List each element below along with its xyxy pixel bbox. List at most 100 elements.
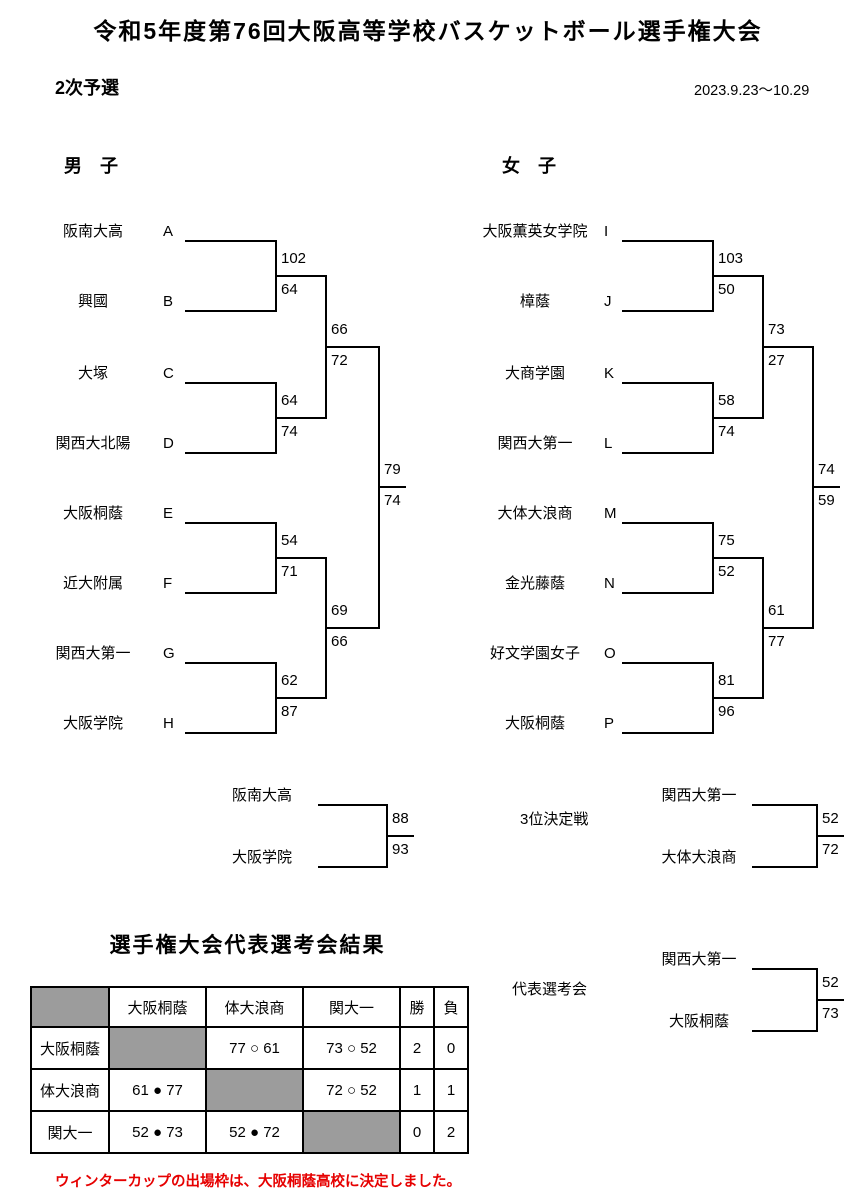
men-section-label: 男 子	[64, 156, 118, 176]
bracket-line	[752, 968, 816, 970]
row-team-name: 体大浪商	[30, 1068, 110, 1112]
result-cell: 77 ○ 61	[205, 1026, 304, 1070]
match-score: 72	[822, 841, 839, 858]
winter-cup-note: ウィンターカップの出場枠は、大阪桐蔭高校に決定しました。	[55, 1174, 461, 1190]
seed-label: E	[163, 505, 174, 522]
table-corner-cell	[30, 986, 110, 1028]
result-cell: 72 ○ 52	[302, 1068, 401, 1112]
team-name: 興國	[77, 293, 108, 310]
match-score: 81	[718, 672, 735, 689]
seed-label: O	[604, 645, 616, 662]
team-name: 好文学園女子	[489, 645, 580, 662]
team-name: 関西大第一	[661, 787, 737, 804]
match-score: 72	[331, 352, 348, 369]
seed-label: A	[163, 223, 174, 240]
table-row: 関大一 52 ● 73 52 ● 72 0 2	[30, 1110, 469, 1154]
result-cell: 61 ● 77	[108, 1068, 207, 1112]
diagonal-cell	[108, 1026, 207, 1070]
match-score: 77	[768, 633, 785, 650]
seed-label: L	[604, 435, 613, 452]
bracket-line	[386, 835, 414, 837]
seed-label: F	[163, 575, 173, 592]
row-team-name: 関大一	[30, 1110, 110, 1154]
match-score: 79	[384, 461, 401, 478]
match-score: 52	[822, 974, 839, 991]
bracket-line	[712, 557, 762, 559]
women-section-label: 女 子	[502, 156, 556, 176]
result-cell: 52 ● 72	[205, 1110, 304, 1154]
losses-cell: 1	[433, 1068, 469, 1112]
bracket-line	[185, 522, 275, 524]
team-name: 大阪薫英女学院	[482, 223, 588, 240]
seed-label: I	[604, 223, 609, 240]
team-name: 金光藤蔭	[504, 575, 565, 592]
losses-cell: 2	[433, 1110, 469, 1154]
bracket-line	[622, 310, 712, 312]
team-name: 大阪桐蔭	[504, 715, 565, 732]
third-place-label: 3位決定戦	[520, 811, 589, 828]
bracket-line	[752, 1030, 816, 1032]
bracket-line	[812, 486, 840, 488]
stage-label: 2次予選	[55, 78, 120, 98]
bracket-line	[752, 866, 816, 868]
team-name: 阪南大高	[231, 787, 292, 804]
match-score: 50	[718, 281, 735, 298]
match-score: 69	[331, 602, 348, 619]
table-row: 体大浪商 61 ● 77 72 ○ 52 1 1	[30, 1068, 469, 1112]
bracket-line	[712, 697, 762, 699]
seed-label: H	[163, 715, 174, 732]
bracket-line	[318, 866, 386, 868]
bracket-line	[318, 804, 386, 806]
bracket-line	[275, 417, 325, 419]
col-header-taidai-namisho: 体大浪商	[205, 986, 304, 1028]
bracket-line	[816, 835, 844, 837]
match-score: 74	[718, 423, 735, 440]
match-score: 87	[281, 703, 298, 720]
result-cell: 52 ● 73	[108, 1110, 207, 1154]
bracket-line	[622, 522, 712, 524]
team-name: 大塚	[77, 365, 108, 382]
seed-label: B	[163, 293, 174, 310]
table-header-row: 大阪桐蔭 体大浪商 関大一 勝 負	[30, 986, 469, 1028]
bracket-line	[275, 557, 325, 559]
match-score: 74	[281, 423, 298, 440]
team-name: 大阪桐蔭	[62, 505, 123, 522]
match-score: 54	[281, 532, 298, 549]
match-score: 64	[281, 281, 298, 298]
bracket-line	[378, 486, 406, 488]
match-score: 52	[822, 810, 839, 827]
match-score: 102	[281, 250, 307, 267]
match-score: 103	[718, 250, 744, 267]
bracket-line	[622, 592, 712, 594]
bracket-line	[622, 662, 712, 664]
match-score: 71	[281, 563, 298, 580]
col-header-kandai-ichi: 関大一	[302, 986, 401, 1028]
seed-label: P	[604, 715, 615, 732]
match-score: 74	[384, 492, 401, 509]
match-score: 75	[718, 532, 735, 549]
match-score: 59	[818, 492, 835, 509]
match-score: 93	[392, 841, 409, 858]
team-name: 近大附属	[62, 575, 123, 592]
match-score: 74	[818, 461, 835, 478]
playoff-label: 代表選考会	[512, 981, 588, 998]
bracket-line	[752, 804, 816, 806]
bracket-line	[185, 452, 275, 454]
match-score: 73	[768, 321, 785, 338]
seed-label: K	[604, 365, 615, 382]
team-name: 大体大浪商	[497, 505, 573, 522]
seed-label: J	[604, 293, 612, 310]
col-header-osaka-toin: 大阪桐蔭	[108, 986, 207, 1028]
diagonal-cell	[205, 1068, 304, 1112]
bracket-line	[712, 275, 762, 277]
match-score: 66	[331, 633, 348, 650]
wins-cell: 1	[399, 1068, 435, 1112]
match-score: 61	[768, 602, 785, 619]
seed-label: G	[163, 645, 175, 662]
team-name: 関西大第一	[55, 645, 131, 662]
team-name: 大商学園	[504, 365, 565, 382]
page-title: 令和5年度第76回大阪高等学校バスケットボール選手権大会	[93, 18, 763, 44]
bracket-line	[185, 382, 275, 384]
date-range: 2023.9.23～10.29	[694, 83, 810, 99]
